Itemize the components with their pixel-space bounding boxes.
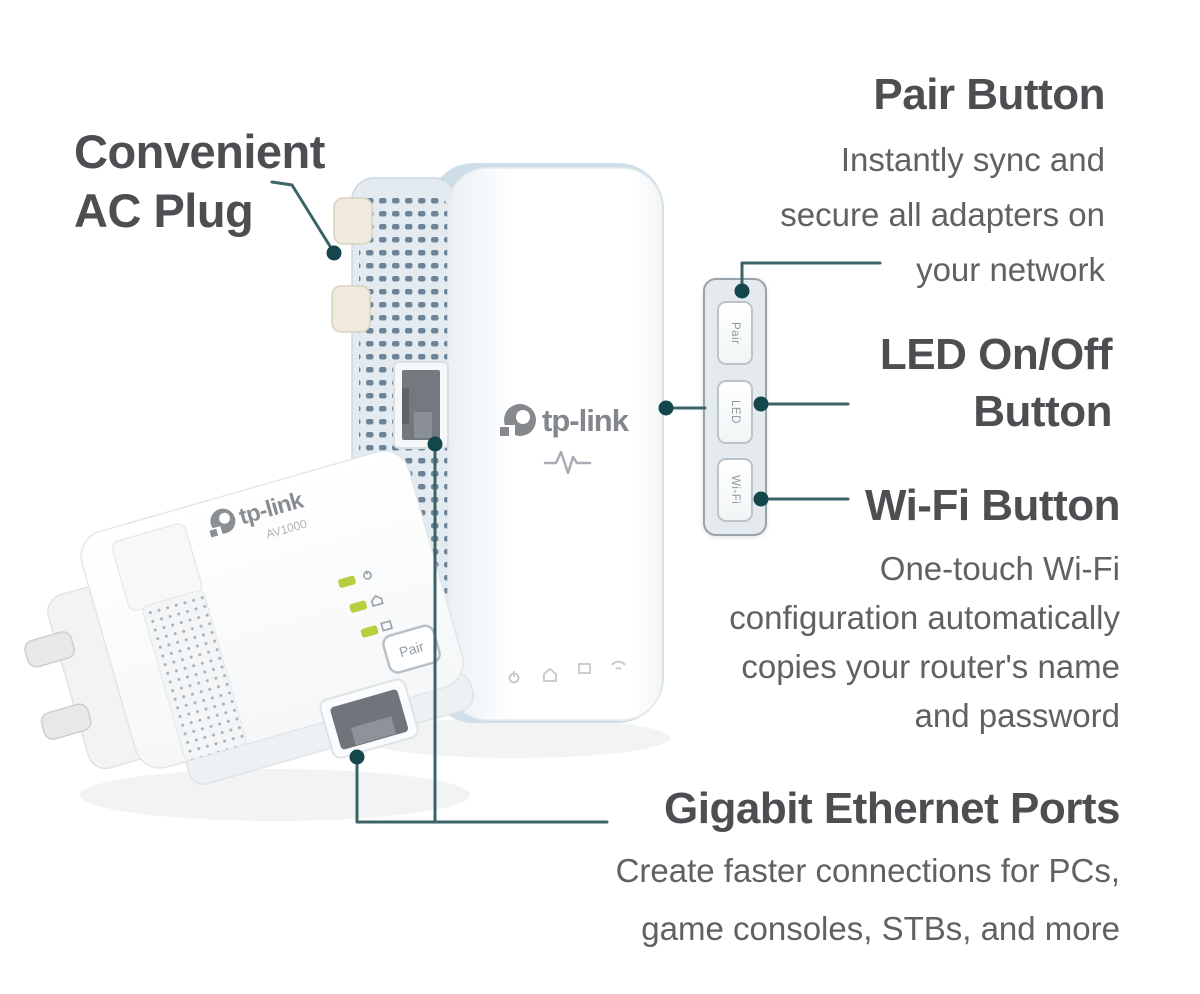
ac-plug-annotation: Convenient AC Plug bbox=[74, 122, 325, 240]
wifi-desc-line: and password bbox=[914, 697, 1120, 734]
led-annotation: LED On/Off Button bbox=[879, 326, 1113, 440]
panel-wifi-button: Wi-Fi bbox=[717, 458, 753, 522]
adapter-ethernet-port bbox=[319, 678, 419, 759]
wifi-annotation: Wi-Fi Button One-touch Wi-Fi configurati… bbox=[729, 477, 1120, 740]
pair-desc-line: secure all adapters on bbox=[780, 196, 1105, 233]
panel-pair-button-label: Pair bbox=[729, 321, 741, 345]
adapter-pair-button-label: Pair bbox=[397, 638, 426, 660]
extender-brand-text: tp-link bbox=[542, 403, 630, 438]
extender-shadow bbox=[360, 718, 670, 758]
extender-led-icons bbox=[508, 660, 626, 684]
adapter-shadow bbox=[80, 769, 470, 821]
ac-plug-pin-top bbox=[333, 197, 373, 245]
ac-plug-pin-bottom bbox=[331, 285, 371, 333]
pair-title: Pair Button bbox=[873, 70, 1105, 119]
ethernet-icon bbox=[578, 663, 591, 674]
wifi-title: Wi-Fi Button bbox=[864, 481, 1121, 530]
extender-front-face bbox=[447, 167, 663, 721]
adapter-status-leds bbox=[338, 570, 393, 638]
adapter-plug-pin-top bbox=[24, 631, 75, 668]
home-icon bbox=[370, 595, 384, 608]
ac-plug-title-line2: AC Plug bbox=[74, 184, 254, 237]
led-title-line1: LED On/Off bbox=[879, 330, 1113, 379]
wifi-desc-line: One-touch Wi-Fi bbox=[879, 550, 1120, 587]
pair-description: Instantly sync and secure all adapters o… bbox=[780, 132, 1105, 297]
ethernet-annotation: Gigabit Ethernet Ports Create faster con… bbox=[616, 780, 1121, 958]
wifi-icon bbox=[611, 660, 626, 670]
power-icon bbox=[363, 570, 372, 580]
adapter-plug-pin-bottom bbox=[40, 703, 92, 740]
powerline-pulse-icon bbox=[543, 450, 592, 475]
ethernet-description: Create faster connections for PCs, game … bbox=[616, 842, 1120, 958]
wifi-desc-line: copies your router's name bbox=[741, 648, 1120, 685]
panel-pair-button: Pair bbox=[717, 301, 753, 365]
extender-ethernet-port bbox=[393, 361, 449, 449]
extender-brand-logo: tp-link bbox=[500, 403, 631, 438]
panel-led-button: LED bbox=[717, 380, 753, 444]
ethernet-title: Gigabit Ethernet Ports bbox=[664, 784, 1120, 833]
adapter-vent-holes bbox=[142, 590, 247, 761]
power-led bbox=[338, 575, 356, 588]
pair-annotation: Pair Button Instantly sync and secure al… bbox=[780, 66, 1105, 297]
ethernet-led bbox=[360, 625, 379, 638]
ac-plug-title-line1: Convenient bbox=[74, 125, 325, 178]
home-icon bbox=[543, 667, 557, 682]
powerline-led bbox=[349, 600, 368, 613]
pair-desc-line: your network bbox=[916, 251, 1105, 288]
wifi-desc-line: configuration automatically bbox=[729, 599, 1120, 636]
ethernet-icon bbox=[380, 619, 393, 632]
powerline-adapter-device: tp-link AV1000 Pair bbox=[24, 450, 475, 785]
pair-desc-line: Instantly sync and bbox=[840, 141, 1105, 178]
adapter-pair-button: Pair bbox=[382, 624, 441, 674]
wifi-description: One-touch Wi-Fi configuration automatica… bbox=[729, 544, 1120, 740]
ethernet-desc-line: game consoles, STBs, and more bbox=[641, 910, 1120, 947]
power-icon bbox=[508, 671, 520, 684]
ethernet-desc-line: Create faster connections for PCs, bbox=[615, 852, 1120, 889]
panel-led-button-label: LED bbox=[729, 400, 741, 424]
led-title-line2: Button bbox=[973, 387, 1112, 436]
panel-wifi-button-label: Wi-Fi bbox=[729, 475, 741, 505]
